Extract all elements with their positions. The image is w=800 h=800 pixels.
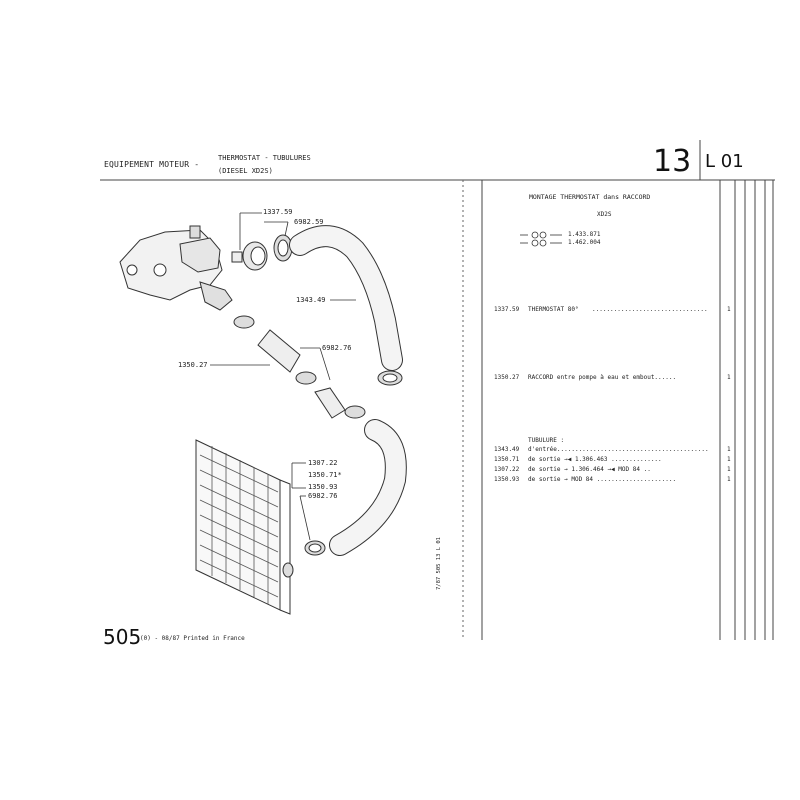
label-1350-93: 1350.93 (308, 483, 338, 491)
label-1350-71: 1350.71* (308, 471, 342, 479)
tubulure-row-desc: d'entrée................................… (528, 446, 709, 453)
footer-number: 505 (103, 625, 142, 649)
label-6982-76-lower: 6982.76 (308, 492, 338, 500)
montage-title: MONTAGE THERMOSTAT dans RACCORD (529, 193, 651, 201)
tubulure-row-desc: de sortie →◀ 1.306.463 .............. (528, 456, 662, 463)
hose-clip (304, 540, 326, 556)
vertical-code: 7/87 505 13 L 01 (436, 537, 442, 590)
part-row-ref: 1337.59 (494, 306, 520, 313)
engine-code: XD2S (597, 211, 612, 218)
tubulure-row-ref: 1307.22 (494, 466, 520, 473)
section-title: EQUIPEMENT MOTEUR - (104, 160, 200, 169)
tubulure-row-desc: de sortie → MOD 84 .....................… (528, 476, 677, 483)
subtitle-line1: THERMOSTAT - TUBULURES (218, 154, 311, 162)
label-6982-59: 6982.59 (294, 218, 324, 226)
tubulure-row-desc: de sortie → 1.306.464 →◀ MOD 84 .. (528, 466, 651, 473)
part-row-qty: 1 (727, 374, 731, 381)
leader-lines (210, 212, 356, 541)
label-1350-27: 1350.27 (178, 361, 208, 369)
tubulure-row-ref: 1343.49 (494, 446, 520, 453)
lower-pipe (314, 387, 366, 419)
label-1337-59: 1337.59 (263, 208, 293, 216)
thermostat-part (231, 241, 268, 271)
subtitle-line2: (DIESEL XD2S) (218, 167, 273, 175)
tubulure-row-qty: 1 (727, 456, 731, 463)
label-6982-76-upper: 6982.76 (322, 344, 352, 352)
label-1307-22: 1307.22 (308, 459, 338, 467)
part-row-dots: ................................ (592, 306, 708, 313)
radiator (195, 439, 294, 615)
footer-text: (0) - 08/87 Printed in France (140, 635, 245, 642)
part-row-ref: 1350.27 (494, 374, 520, 381)
tubulure-row-qty: 1 (727, 446, 731, 453)
hose-clip (377, 370, 403, 386)
thermostat-housing (119, 225, 233, 311)
tubulure-row-ref: 1350.71 (494, 456, 520, 463)
label-1343-49: 1343.49 (296, 296, 326, 304)
hose-clip (273, 234, 293, 262)
tubulure-row-qty: 1 (727, 466, 731, 473)
raccord (233, 315, 317, 385)
part-row-desc: THERMOSTAT 80° (528, 306, 579, 313)
ref-2: 1.462.004 (568, 239, 601, 246)
part-row-desc: RACCORD entre pompe à eau et embout.....… (528, 374, 677, 381)
part-row-qty: 1 (727, 306, 731, 313)
ref-1: 1.433.871 (568, 231, 601, 238)
page-code: L 01 (705, 151, 744, 172)
part-symbols (520, 231, 562, 247)
page-number: 13 (653, 144, 692, 179)
tubulure-title: TUBULURE : (528, 437, 565, 444)
tubulure-row-qty: 1 (727, 476, 731, 483)
tubulure-row-ref: 1350.93 (494, 476, 520, 483)
